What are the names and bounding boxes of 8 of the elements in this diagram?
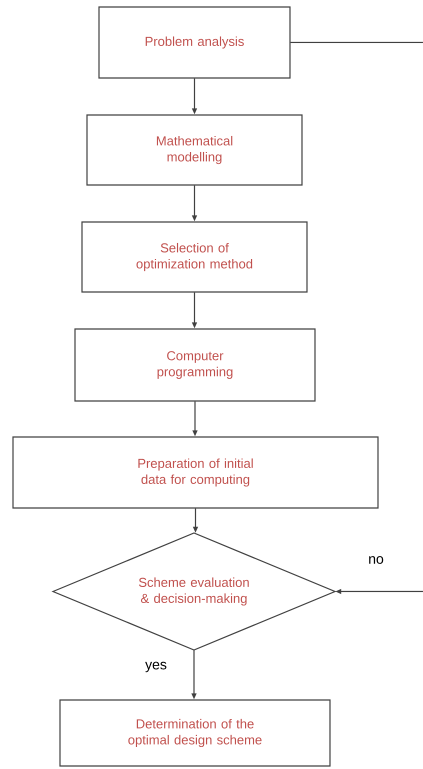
process-box: Preparation of initial data for computing [12, 436, 379, 509]
process-box: Determination of the optimal design scheme [59, 699, 331, 767]
edge-label: no [367, 555, 385, 565]
process-box: Selection of optimization method [81, 221, 308, 293]
process-box: Computer programming [74, 328, 316, 402]
edge-label: yes [144, 660, 168, 674]
process-box: Mathematical modelling [86, 114, 303, 186]
process-box: Problem analysis [98, 6, 291, 79]
